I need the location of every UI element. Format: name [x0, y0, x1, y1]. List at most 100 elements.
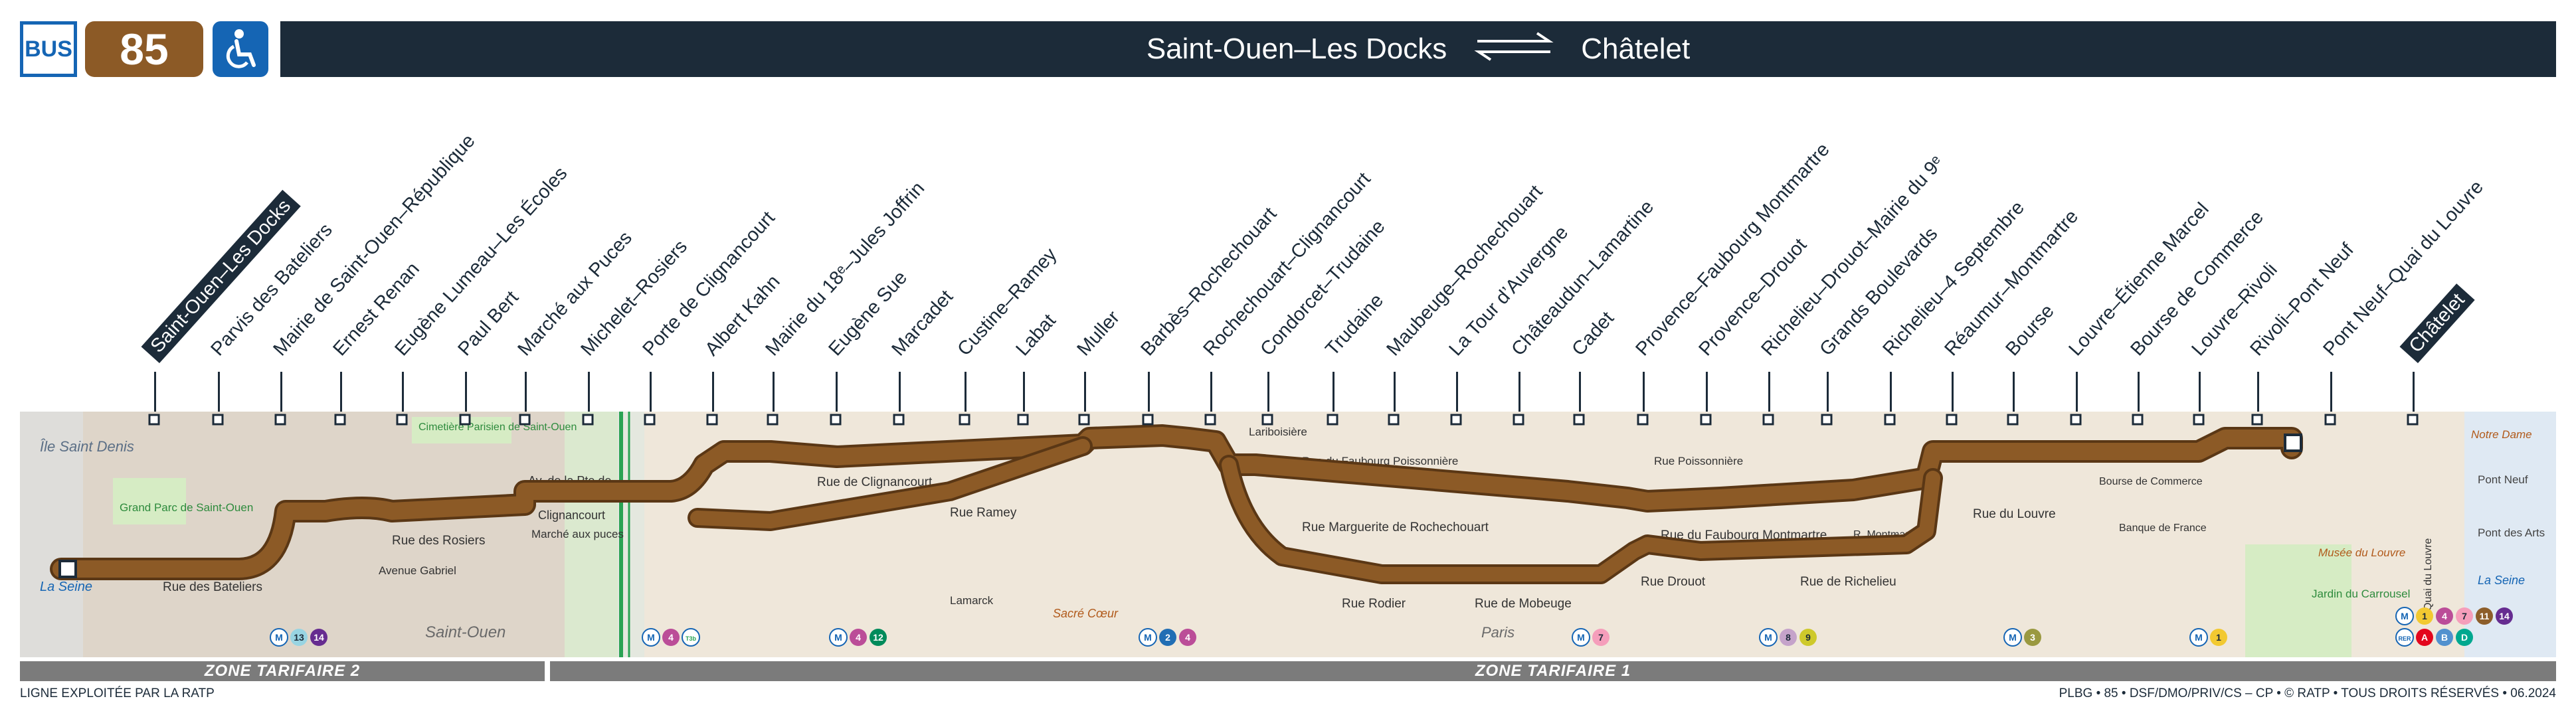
connection-badge: 13	[290, 629, 308, 646]
connection-line-label: 4	[1185, 632, 1190, 643]
stop-tick	[1210, 372, 1212, 420]
stop-marker	[459, 414, 471, 426]
stop-marker	[1573, 414, 1585, 426]
stop-label: Custine–Ramey	[953, 244, 1061, 360]
header: BUS 85 Saint-Ouen–Les Docks Châtelet	[20, 21, 2556, 77]
connection-line-label: 2	[1165, 632, 1170, 643]
grand-parc-label: Grand Parc de Saint-Ouen	[120, 501, 253, 514]
saint-ouen-district	[83, 412, 565, 657]
stop-tick	[650, 372, 652, 420]
stop-marker	[1327, 414, 1338, 426]
la-seine-left-label: La Seine	[40, 580, 92, 594]
jardin-carrousel-label: Jardin du Carrousel	[2312, 588, 2410, 600]
route-branch	[690, 439, 1090, 528]
wheelchair-icon	[213, 21, 268, 77]
connection-badge: M	[642, 628, 660, 647]
connection-badge: B	[2436, 629, 2453, 646]
connection-badge: RER	[2395, 628, 2414, 647]
connection-badge: 4	[662, 629, 680, 646]
route-title: Saint-Ouen–Les Docks Châtelet	[280, 21, 2556, 77]
connection-line-label: 1	[2422, 611, 2427, 621]
stop-marker	[148, 414, 160, 426]
connection-line-label: 13	[294, 632, 304, 643]
stop-label: Bourse	[2001, 300, 2059, 360]
connection-line-label: 9	[1805, 632, 1811, 643]
stop-tick	[1706, 372, 1708, 420]
stop-tick	[2013, 372, 2015, 420]
stop-tick	[1768, 372, 1770, 420]
connection-line-label: 8	[1786, 632, 1791, 643]
stop-tick	[154, 372, 156, 420]
rue-poissonniere-label: Rue Poissonnière	[1654, 455, 1743, 467]
connection-badge: 14	[310, 629, 327, 646]
connection-line-label: 4	[856, 632, 861, 643]
connection-badge: 1	[2416, 607, 2433, 625]
stop-label: Parvis des Bateliers	[207, 219, 337, 360]
stop-tick	[1394, 372, 1396, 420]
grand-parc-area	[113, 478, 186, 524]
saint-ouen-label: Saint-Ouen	[425, 623, 506, 641]
stop-marker	[1142, 414, 1154, 426]
stop-label: La Tour d’Auvergne	[1445, 222, 1573, 360]
connection-line-label: 14	[314, 632, 324, 643]
stop-marker	[519, 414, 531, 426]
stop-marker	[893, 414, 905, 426]
pont-neuf-label: Pont Neuf	[2478, 473, 2528, 486]
paris-label: Paris	[1481, 624, 1515, 641]
periph-green	[565, 412, 618, 657]
stop-label: Muller	[1073, 307, 1125, 360]
stop-marker	[2193, 414, 2205, 426]
stop-label: Michelet–Rosiers	[577, 236, 692, 360]
stop-tick	[836, 372, 838, 420]
connection-line-label: A	[2421, 632, 2428, 643]
connection-line-label: D	[2461, 632, 2468, 643]
stop-label: Provence–Drouot	[1695, 234, 1811, 360]
stop-marker	[644, 414, 656, 426]
connection-line-label: M	[2009, 632, 2017, 643]
stop-marker	[2007, 414, 2019, 426]
stop-tick	[465, 372, 467, 420]
connection-badge: 4	[850, 629, 867, 646]
rue-rodier-label: Rue Rodier	[1342, 597, 1406, 611]
connection-badge: D	[2456, 629, 2473, 646]
stop-marker	[1017, 414, 1029, 426]
rue-mobeuge-label: Rue de Mobeuge	[1475, 597, 1572, 611]
pont-des-arts-label: Pont des Arts	[2478, 526, 2545, 539]
destination-name: Châtelet	[1581, 33, 1691, 65]
connection-line-label: M	[1764, 632, 1772, 643]
terminus-chatelet-marker	[2284, 434, 2302, 452]
stop-tick	[2076, 372, 2078, 420]
bus-mode-badge: BUS	[20, 21, 77, 77]
stop-tick	[2257, 372, 2259, 420]
stop-label: Marcadet	[887, 286, 958, 360]
connection-badge: M	[270, 628, 288, 647]
stop-tick	[2413, 372, 2415, 420]
stop-marker	[2324, 414, 2336, 426]
rue-du-louvre-label: Rue du Louvre	[1973, 507, 2056, 521]
connection-badge: M	[2189, 628, 2208, 647]
connection-badge: 1	[2210, 629, 2227, 646]
stop-tick	[712, 372, 714, 420]
route-ribbon	[52, 427, 2300, 578]
rue-rosiers-label: Rue des Rosiers	[392, 534, 485, 548]
connection-line-label: 7	[1598, 632, 1604, 643]
connection-badge: 2	[1159, 629, 1176, 646]
stop-tick	[525, 372, 527, 420]
connection-line-label: T3b	[686, 635, 697, 642]
connection-line-label: M	[647, 632, 655, 643]
stop-label: Marché aux Puces	[513, 227, 636, 360]
connection-badge: 4	[2436, 607, 2453, 625]
stop-tick	[773, 372, 775, 420]
connection-badge: M	[829, 628, 848, 647]
cimetiere-label: Cimetière Parisien de Saint-Ouen	[418, 422, 577, 433]
stop-tick	[1084, 372, 1086, 420]
origin-name: Saint-Ouen–Les Docks	[1146, 33, 1447, 65]
rue-richelieu-label: Rue de Richelieu	[1800, 575, 1896, 589]
connection-badge: 7	[2456, 607, 2473, 625]
connection-line-label: 3	[2030, 632, 2035, 643]
route-map: Île Saint Denis La Seine Grand Parc de S…	[20, 412, 2556, 657]
terminus-saint-ouen-marker	[58, 560, 77, 578]
stop-marker	[767, 414, 779, 426]
connection-line-label: 14	[2499, 611, 2510, 621]
